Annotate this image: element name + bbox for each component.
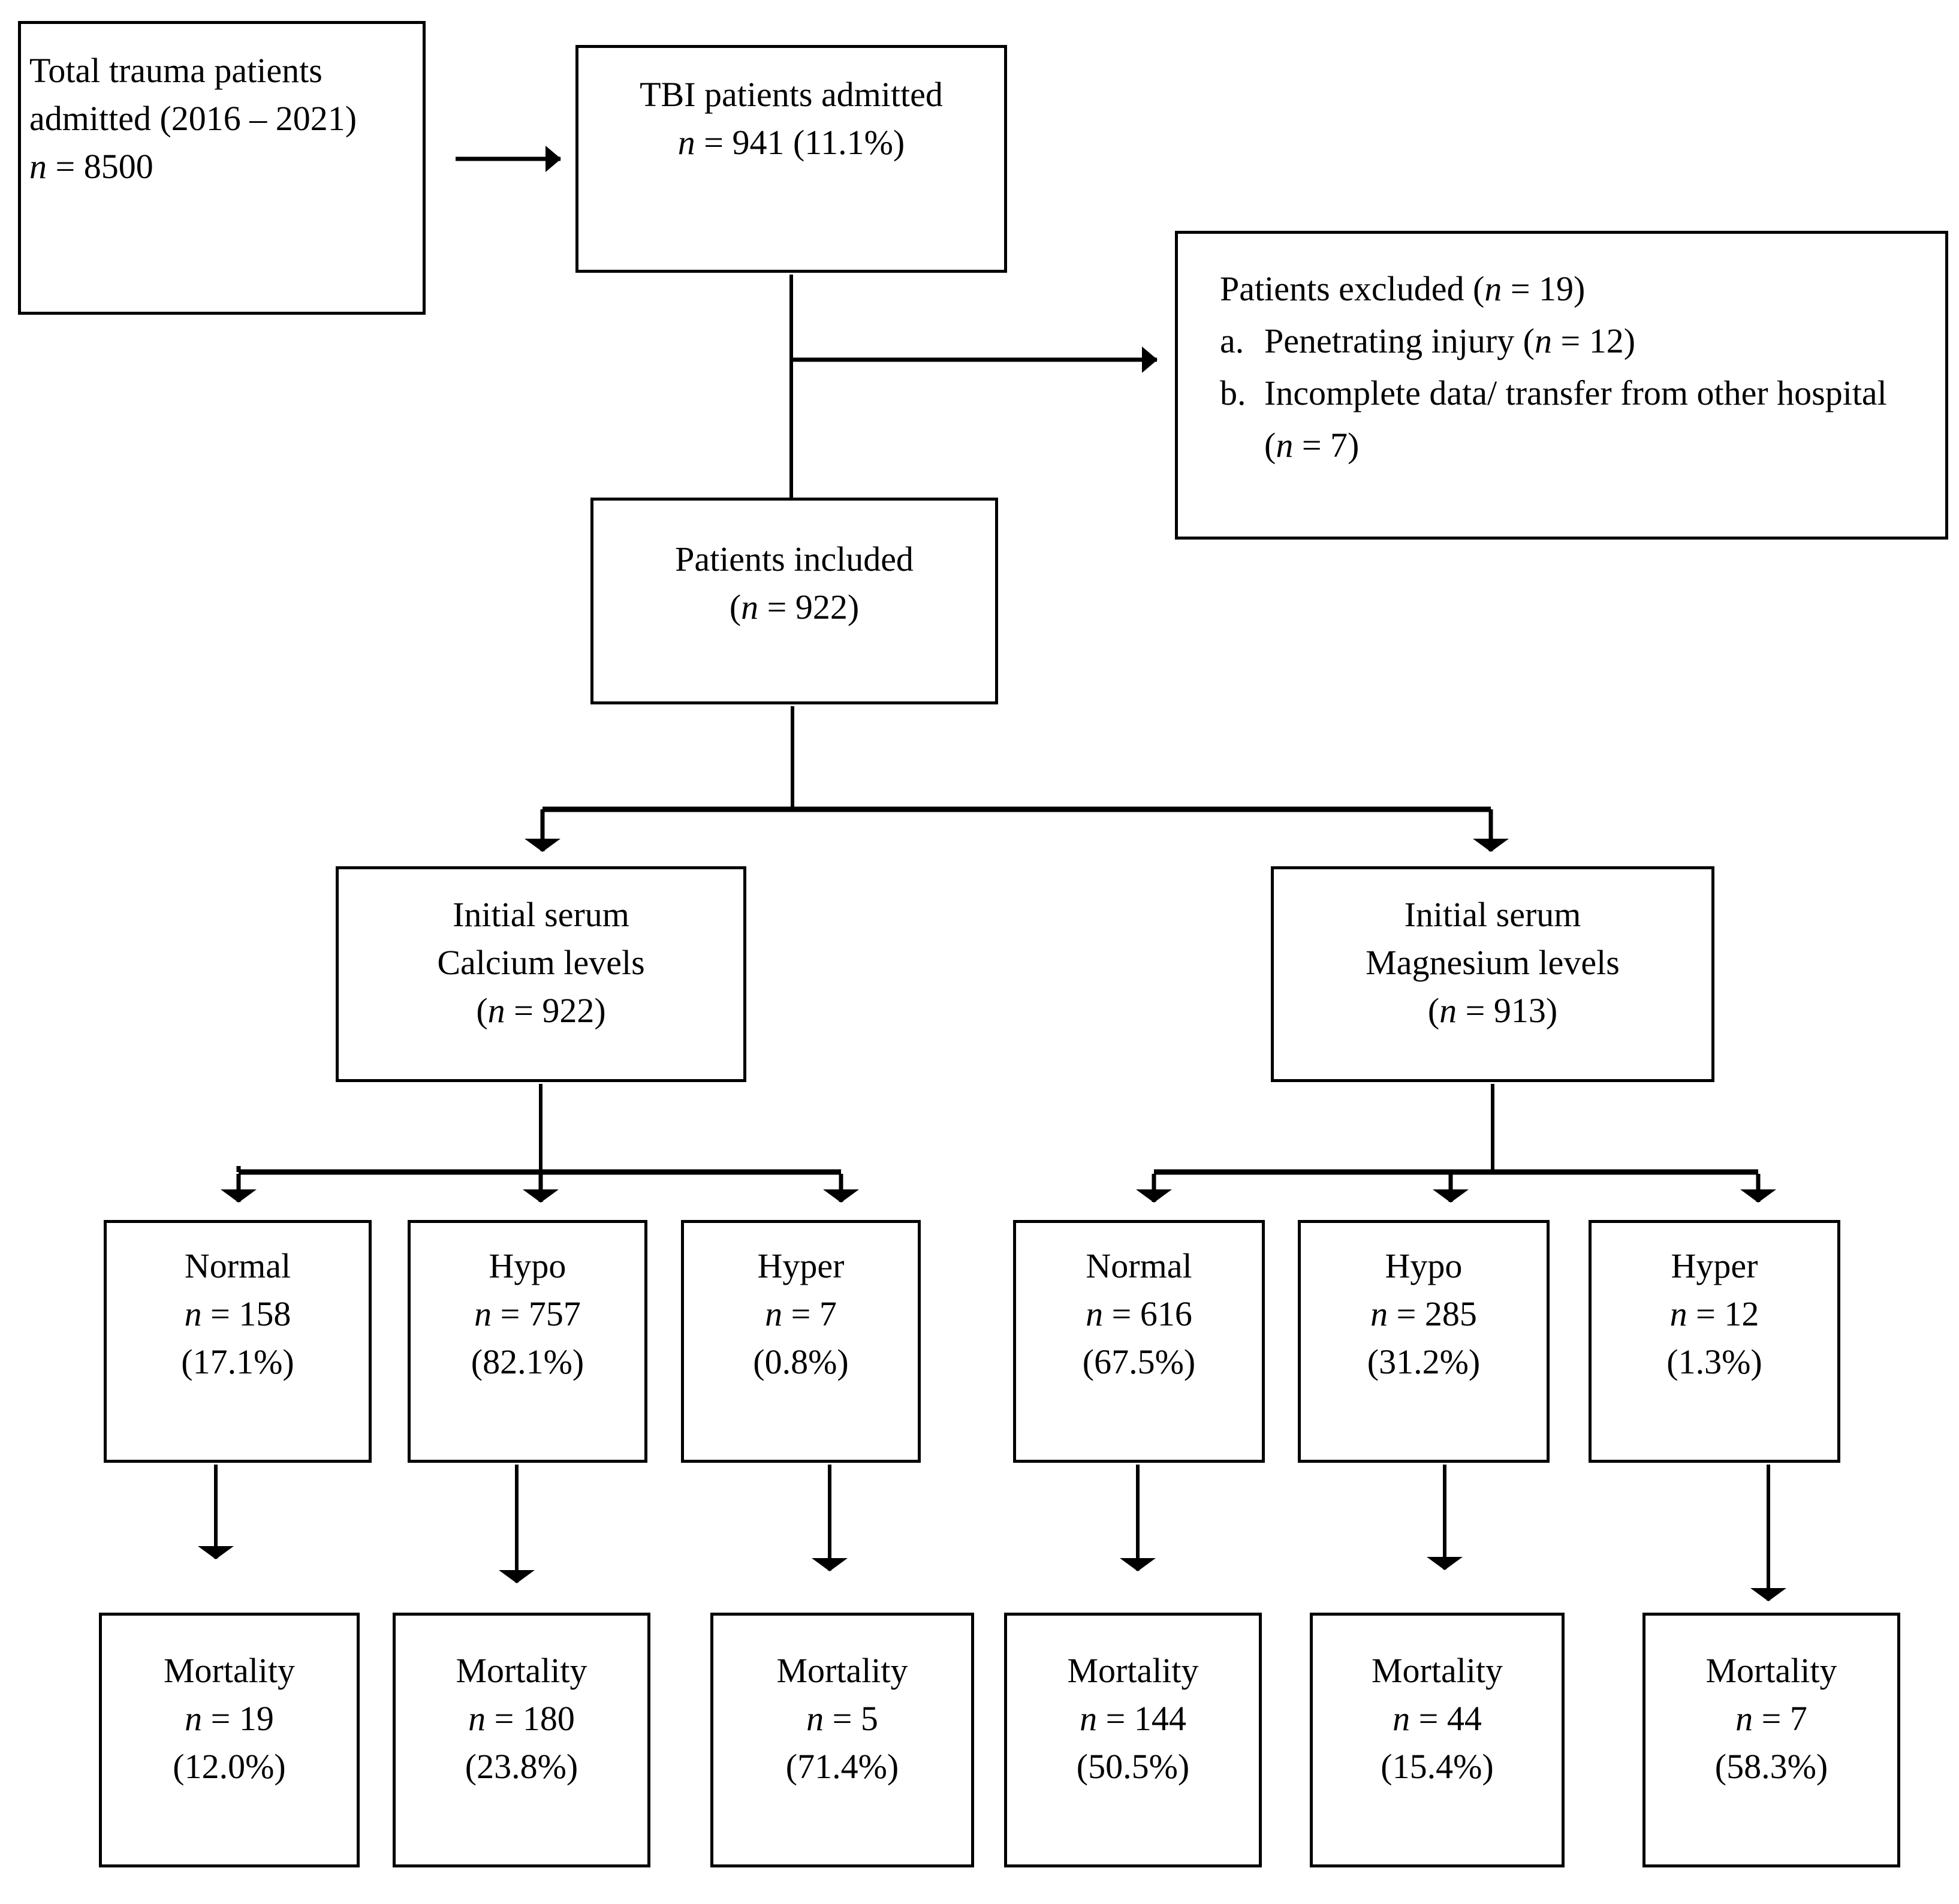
list-item: b. Incomplete data/ transfer from other … <box>1220 367 1909 471</box>
mortality-pct: (15.4%) <box>1381 1747 1494 1786</box>
calcium-hyper-pct: (0.8%) <box>753 1342 849 1382</box>
node-total-trauma-patients[interactable]: Total trauma patients admitted (2016 – 2… <box>18 21 426 315</box>
magnesium-normal-label: Normal <box>1086 1246 1192 1285</box>
mortality-label: Mortality <box>1705 1651 1837 1690</box>
calcium-line-2: Calcium levels <box>437 943 645 983</box>
node-mortality-magnesium-hyper[interactable]: Mortality n = 7 (58.3%) <box>1642 1613 1900 1867</box>
list-marker-b: b. <box>1220 373 1246 412</box>
calcium-line-3: (n = 922) <box>476 991 606 1031</box>
node-magnesium-hypo[interactable]: Hypo n = 285 (31.2%) <box>1298 1220 1550 1463</box>
node-patients-excluded[interactable]: Patients excluded (n = 19) a. Penetratin… <box>1175 231 1948 540</box>
total-trauma-line-3: n = 8500 <box>29 147 153 186</box>
node-initial-serum-magnesium[interactable]: Initial serum Magnesium levels (n = 913) <box>1271 866 1714 1082</box>
magnesium-hyper-n: n = 12 <box>1669 1294 1759 1334</box>
calcium-line-1: Initial serum <box>453 895 629 934</box>
calcium-hypo-n: n = 757 <box>474 1294 581 1334</box>
node-magnesium-hyper[interactable]: Hyper n = 12 (1.3%) <box>1589 1220 1840 1463</box>
magnesium-line-3: (n = 913) <box>1427 991 1558 1031</box>
node-mortality-calcium-normal[interactable]: Mortality n = 19 (12.0%) <box>99 1613 360 1867</box>
calcium-hyper-label: Hyper <box>757 1246 845 1285</box>
calcium-hyper-n: n = 7 <box>765 1294 837 1334</box>
node-magnesium-normal[interactable]: Normal n = 616 (67.5%) <box>1013 1220 1265 1463</box>
mortality-pct: (71.4%) <box>785 1747 899 1786</box>
node-mortality-calcium-hypo[interactable]: Mortality n = 180 (23.8%) <box>393 1613 650 1867</box>
node-patients-included[interactable]: Patients included (n = 922) <box>590 498 998 704</box>
magnesium-hyper-label: Hyper <box>1671 1246 1758 1285</box>
list-item: a. Penetrating injury (n = 12) <box>1220 315 1909 367</box>
mortality-label: Mortality <box>456 1651 587 1690</box>
mortality-label: Mortality <box>163 1651 296 1690</box>
node-calcium-normal[interactable]: Normal n = 158 (17.1%) <box>104 1220 372 1463</box>
tbi-line-2: n = 941 (11.1%) <box>677 123 905 162</box>
total-trauma-line-2: admitted (2016 – 2021) <box>29 99 357 138</box>
tbi-line-1: TBI patients admitted <box>640 75 943 114</box>
calcium-normal-pct: (17.1%) <box>181 1342 294 1382</box>
magnesium-line-2: Magnesium levels <box>1366 943 1620 983</box>
patients-excluded-header: Patients excluded (n = 19) <box>1220 269 1586 308</box>
mortality-label: Mortality <box>1067 1651 1199 1690</box>
mortality-pct: (50.5%) <box>1076 1747 1190 1786</box>
magnesium-normal-pct: (67.5%) <box>1082 1342 1196 1382</box>
list-text-a: Penetrating injury (n = 12) <box>1264 321 1636 360</box>
mortality-pct: (58.3%) <box>1714 1747 1828 1786</box>
magnesium-hypo-label: Hypo <box>1385 1246 1463 1285</box>
mortality-n: n = 7 <box>1735 1699 1807 1739</box>
node-calcium-hypo[interactable]: Hypo n = 757 (82.1%) <box>408 1220 647 1463</box>
calcium-normal-label: Normal <box>184 1246 291 1285</box>
patients-excluded-list: a. Penetrating injury (n = 12) b. Incomp… <box>1178 315 1945 471</box>
mortality-n: n = 44 <box>1393 1699 1482 1739</box>
mortality-n: n = 5 <box>806 1699 878 1739</box>
node-initial-serum-calcium[interactable]: Initial serum Calcium levels (n = 922) <box>336 866 746 1082</box>
patients-included-line-1: Patients included <box>675 540 914 579</box>
node-tbi-patients-admitted[interactable]: TBI patients admitted n = 941 (11.1%) <box>575 45 1007 273</box>
patients-included-line-2: (n = 922) <box>729 588 860 627</box>
magnesium-hypo-n: n = 285 <box>1370 1294 1477 1334</box>
mortality-n: n = 19 <box>185 1699 274 1739</box>
node-calcium-hyper[interactable]: Hyper n = 7 (0.8%) <box>681 1220 921 1463</box>
magnesium-normal-n: n = 616 <box>1086 1294 1192 1334</box>
node-mortality-magnesium-normal[interactable]: Mortality n = 144 (50.5%) <box>1004 1613 1262 1867</box>
total-trauma-line-1: Total trauma patients <box>29 51 323 90</box>
node-mortality-calcium-hyper[interactable]: Mortality n = 5 (71.4%) <box>710 1613 974 1867</box>
calcium-normal-n: n = 158 <box>184 1294 291 1334</box>
magnesium-hypo-pct: (31.2%) <box>1367 1342 1481 1382</box>
mortality-n: n = 144 <box>1080 1699 1186 1739</box>
magnesium-hyper-pct: (1.3%) <box>1666 1342 1762 1382</box>
mortality-pct: (23.8%) <box>465 1747 578 1786</box>
mortality-label: Mortality <box>776 1651 908 1690</box>
mortality-pct: (12.0%) <box>173 1747 286 1786</box>
calcium-hypo-pct: (82.1%) <box>471 1342 584 1382</box>
magnesium-line-1: Initial serum <box>1404 895 1581 934</box>
calcium-hypo-label: Hypo <box>489 1246 566 1285</box>
list-text-b: Incomplete data/ transfer from other hos… <box>1264 373 1887 465</box>
node-mortality-magnesium-hypo[interactable]: Mortality n = 44 (15.4%) <box>1310 1613 1565 1867</box>
mortality-n: n = 180 <box>468 1699 575 1739</box>
list-marker-a: a. <box>1220 321 1244 360</box>
mortality-label: Mortality <box>1371 1651 1503 1690</box>
